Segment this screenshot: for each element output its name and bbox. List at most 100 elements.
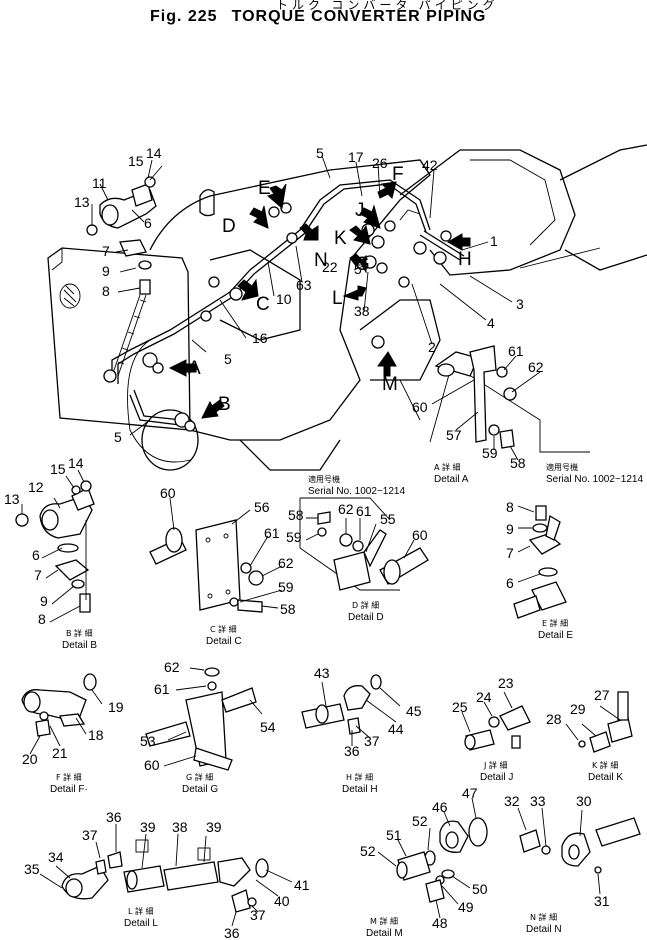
callout-22: 22 [322,259,338,275]
detail-f: 19 18 20 21 F 詳 細 Detail F· [21,673,124,795]
detail-k-part-27: 27 [594,687,610,703]
detail-a-part-62: 62 [528,359,544,375]
detail-c-part-56: 56 [254,499,270,515]
detail-h-caption-jp: H 詳 細 [346,772,373,782]
detail-b-part-7: 7 [34,567,42,583]
detail-a-part-59: 59 [482,445,498,461]
detail-j-part-23: 23 [498,675,514,691]
detail-a-part-57: 57 [446,427,462,443]
detail-d-serial-jp: 適用号機 [308,474,340,484]
detail-d-caption-en: Detail D [348,612,384,623]
callout-5a: 5 [316,145,324,161]
detail-n-caption-jp: N 詳 細 [530,912,557,922]
detail-g-part-60: 60 [144,757,160,773]
detail-e-part-6: 6 [506,575,514,591]
callout-15: 15 [128,153,144,169]
arrow-label-E: E [258,178,271,199]
detail-f-caption-en: Detail F· [50,784,88,795]
detail-k: 27 29 28 K 詳 細 Detail K [546,687,633,783]
detail-g-caption-jp: G 詳 細 [186,772,213,782]
detail-j-caption-en: Detail J [480,772,513,783]
arrow-label-F: F [392,164,404,185]
detail-b-part-8: 8 [38,611,46,627]
arrow-label-C: C [256,294,270,315]
arrow-label-K: K [334,228,347,249]
detail-l-part-37b: 37 [250,907,266,923]
detail-l-part-38: 38 [172,819,188,835]
detail-k-part-28: 28 [546,711,562,727]
detail-e-part-9: 9 [506,521,514,537]
arrow-label-N: N [314,250,328,271]
detail-h-part-45: 45 [406,703,422,719]
arrow-label-H: H [458,249,472,270]
detail-h-part-37: 37 [364,733,380,749]
detail-g-part-61: 61 [154,681,170,697]
arrow-label-L: L [332,288,343,309]
detail-l-part-40: 40 [274,893,290,909]
detail-m-part-46: 46 [432,799,448,815]
detail-j-part-25: 25 [452,699,468,715]
callout-1: 1 [490,233,498,249]
detail-c-part-59: 59 [278,579,294,595]
arrow-label-M: M [382,374,398,395]
detail-c-part-62: 62 [278,555,294,571]
figure-name: TORQUE CONVERTER PIPING [231,8,487,25]
detail-b-part-6: 6 [32,547,40,563]
arrow-label-D: D [222,216,236,237]
callout-14: 14 [146,145,162,161]
arrow-label-B: B [218,394,231,415]
detail-e-part-8: 8 [506,499,514,515]
callout-26: 26 [372,155,388,171]
detail-h-part-36: 36 [344,743,360,759]
detail-l-part-41: 41 [294,877,310,893]
detail-c-part-60: 60 [160,485,176,501]
main-assembly [47,144,647,471]
figure-number: Fig. 225 [150,8,218,25]
detail-b-part-13: 13 [4,491,20,507]
detail-f-caption-jp: F 詳 細 [56,772,82,782]
detail-l-part-39b: 39 [206,819,222,835]
detail-l-part-35: 35 [24,861,40,877]
callout-8: 8 [102,283,110,299]
detail-d-part-62: 62 [338,501,354,517]
detail-h: 43 45 44 36 37 H 詳 細 Detail H [301,665,422,795]
detail-l-part-36b: 36 [224,925,240,940]
detail-d-part-61: 61 [356,503,372,519]
callout-7: 7 [102,243,110,259]
detail-n: 32 33 30 31 N 詳 細 Detail N [504,793,641,935]
figure-title: Fig. 225 TORQUE CONVERTER PIPING [150,8,500,26]
detail-c-caption-jp: C 詳 細 [210,624,237,634]
detail-m-part-47: 47 [462,785,478,801]
detail-m-part-52a: 52 [412,813,428,829]
detail-m-part-51: 51 [386,827,402,843]
detail-a-part-58: 58 [510,455,526,471]
callout-11: 11 [92,175,107,191]
detail-m-part-49: 49 [458,899,474,915]
callout-38: 38 [354,303,370,319]
detail-a-caption-jp: A 詳 細 [434,462,461,472]
callout-6: 6 [144,215,152,231]
detail-e-caption-en: Detail E [538,630,573,641]
detail-h-part-43: 43 [314,665,330,681]
detail-l-caption-en: Detail L [124,918,158,929]
detail-b-caption-jp: B 詳 細 [66,628,93,638]
detail-d: 適用号機 Serial No. 1002~1214 58 59 62 61 55… [286,474,429,623]
arrow-label-J: J [355,200,365,221]
detail-b: 13 12 15 14 6 7 9 8 B 詳 細 Detail B [4,455,97,651]
detail-c-caption-en: Detail C [206,636,242,647]
detail-l: 36 37 39 38 39 34 35 41 40 37 36 L 詳 細 D… [24,809,310,940]
detail-b-part-9: 9 [40,593,48,609]
arrow-label-A: A [188,358,201,379]
detail-j: 23 24 25 J 詳 細 Detail J [452,675,531,783]
detail-f-part-19: 19 [108,699,124,715]
detail-n-caption-en: Detail N [526,924,562,935]
detail-m-part-52b: 52 [360,843,376,859]
detail-n-part-33: 33 [530,793,546,809]
detail-n-part-31: 31 [594,893,610,909]
view-arrow-labels: A B C D E F J K G H N L M [188,164,472,415]
main-callouts: 1 2 3 4 5 5 5 5 10 14 15 11 13 6 7 9 8 1… [74,145,524,445]
callout-5b: 5 [224,351,232,367]
arrow-label-G: G [355,254,370,275]
callout-2: 2 [428,339,436,355]
